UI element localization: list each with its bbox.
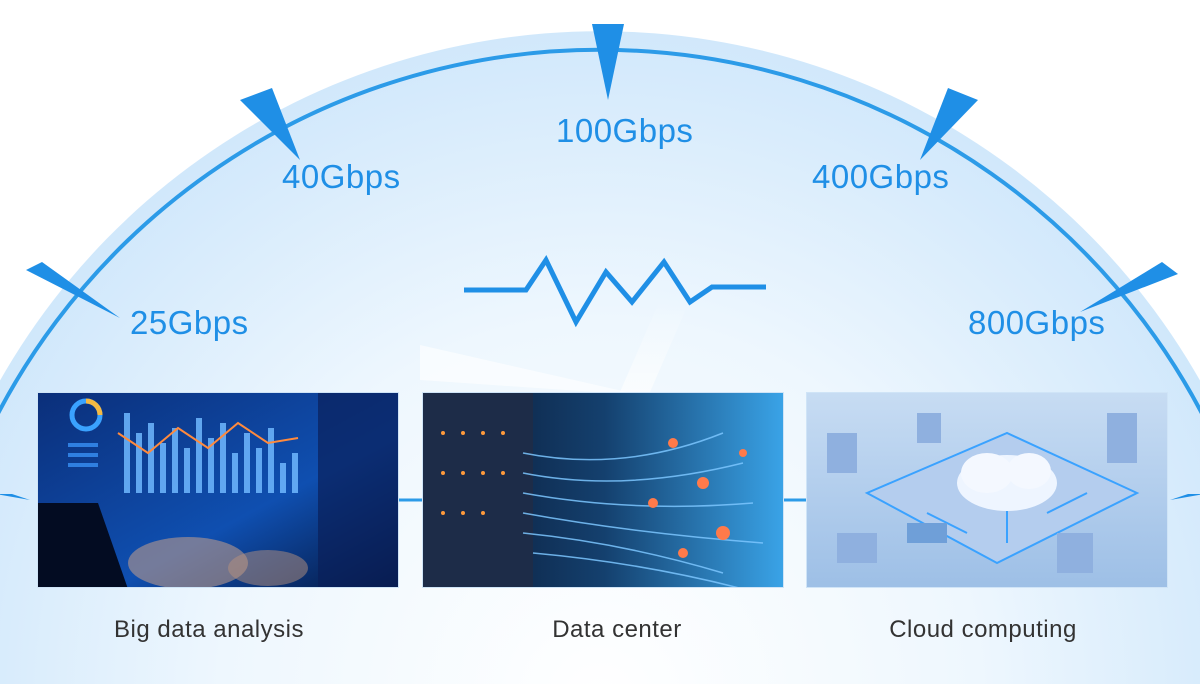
light-beam [620, 300, 690, 392]
speed-label-100gbps: 100Gbps [556, 112, 694, 149]
caption-data-center: Data center [552, 616, 682, 643]
gauge-tick [1170, 494, 1200, 500]
gauge-tick [592, 24, 624, 100]
big-data-analysis-photo [37, 392, 399, 588]
gauge-tick [920, 88, 978, 160]
speed-label-400gbps: 400Gbps [812, 158, 950, 195]
speed-label-800gbps: 800Gbps [968, 304, 1106, 341]
speed-label-40gbps: 40Gbps [282, 158, 401, 195]
gauge-tick [0, 494, 30, 500]
signal-wave-icon [464, 254, 766, 328]
light-beam [420, 345, 640, 395]
gauge-tick [1080, 262, 1178, 312]
data-center-photo [422, 392, 784, 588]
caption-big-data-analysis: Big data analysis [114, 616, 304, 643]
gauge-tick [240, 88, 300, 160]
caption-cloud-computing: Cloud computing [889, 616, 1077, 643]
gauge-tick-marks [0, 24, 1200, 500]
cloud-computing-photo [806, 392, 1168, 588]
speed-label-25gbps: 25Gbps [130, 304, 249, 341]
gauge-tick [26, 262, 120, 318]
